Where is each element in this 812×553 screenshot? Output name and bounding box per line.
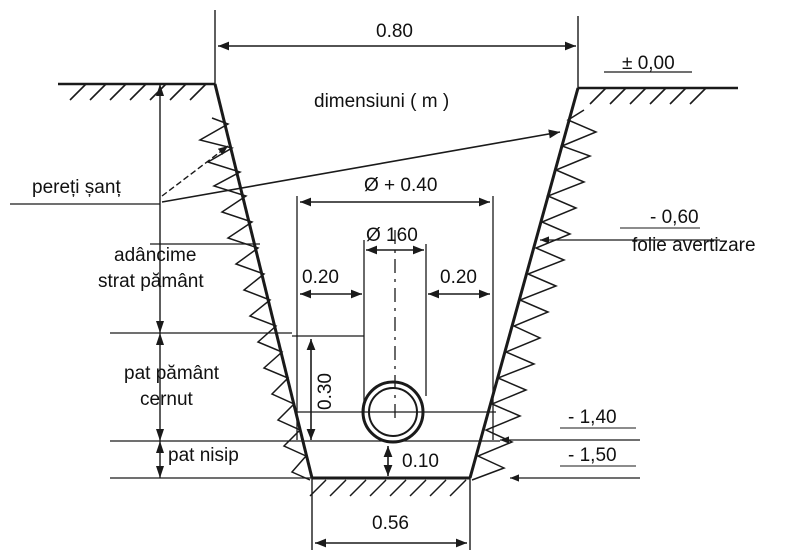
sand-bed-label: pat nisip [168, 445, 239, 466]
ground-hatching-right [589, 87, 707, 105]
wall-hatching-left [198, 117, 311, 481]
units-title: dimensiuni ( m ) [314, 91, 450, 112]
sand-bed-height-label: 0.10 [402, 451, 439, 472]
leader-wall-left [161, 145, 229, 197]
trench-bottom-level-label: - 1,50 [568, 445, 617, 466]
ground-level-label: ± 0,00 [622, 53, 675, 74]
cover-height-label: 0.30 [315, 373, 336, 410]
warning-foil-level-label: - 0,60 [650, 207, 699, 228]
pipe-zone-label: Ø + 0.40 [364, 175, 438, 196]
walls-label: pereți șanț [32, 177, 121, 198]
sieved-bed-label-2: cernut [140, 389, 193, 410]
wall-hatching-right [471, 109, 598, 481]
leader-wall-right [161, 129, 561, 203]
top-width-label: 0.80 [376, 21, 413, 42]
left-clearance-label: 0.20 [302, 267, 339, 288]
pipe-diameter-label: Ø 160 [366, 225, 418, 246]
soil-layer-label-2: strat pământ [98, 271, 204, 292]
ground-hatching-left [69, 83, 207, 101]
bottom-width-label: 0.56 [372, 513, 409, 534]
warning-foil-label: folie avertizare [632, 235, 756, 256]
trench-wall-left [213, 83, 314, 479]
pipe-outer [361, 380, 425, 444]
pipe-inner [368, 387, 418, 437]
sieved-bed-label-1: pat pământ [124, 363, 220, 384]
soil-layer-label-1: adâncime [114, 245, 197, 266]
bottom-hatching [309, 479, 467, 497]
trench-wall-right [468, 87, 580, 479]
pipe-level-label: - 1,40 [568, 407, 617, 428]
right-clearance-label: 0.20 [440, 267, 477, 288]
